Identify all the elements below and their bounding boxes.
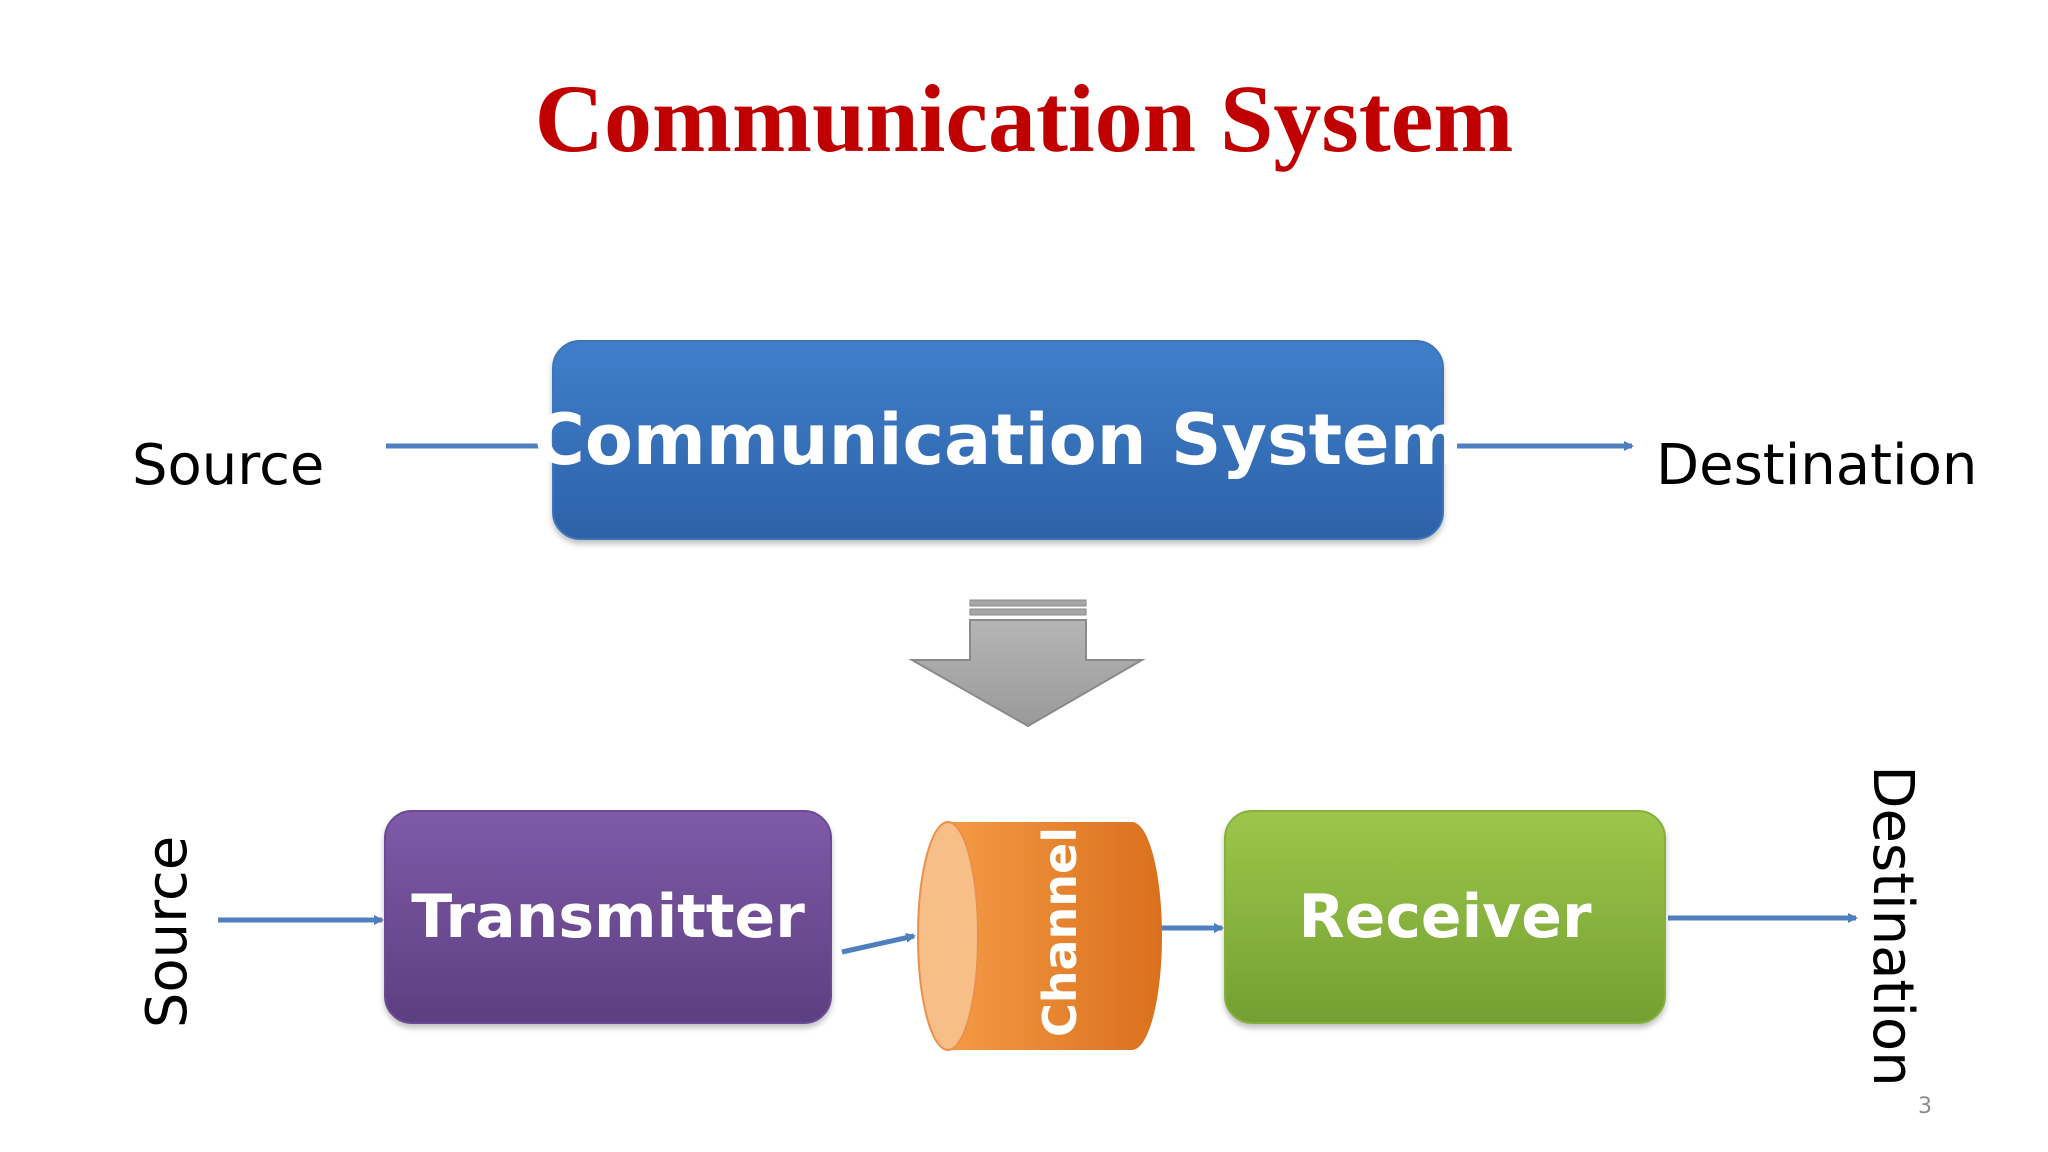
top-destination-label: Destination	[1656, 433, 1978, 498]
page-number: 3	[1918, 1094, 1932, 1119]
transmitter-box: Transmitter	[384, 810, 832, 1024]
bottom-source-label: Source	[135, 835, 200, 1029]
down-arrow-icon	[908, 599, 1146, 728]
tx-channel-arrow	[841, 932, 916, 955]
channel-label: Channel	[1033, 826, 1087, 1038]
bottom-destination-label: Destination	[1860, 765, 1925, 1087]
top-source-label: Source	[132, 433, 325, 498]
channel-cylinder	[917, 821, 1162, 1051]
communication-system-box: Communication System	[533, 340, 1463, 540]
slide-title: Communication System	[534, 65, 1514, 172]
receiver-box: Receiver	[1224, 810, 1666, 1024]
